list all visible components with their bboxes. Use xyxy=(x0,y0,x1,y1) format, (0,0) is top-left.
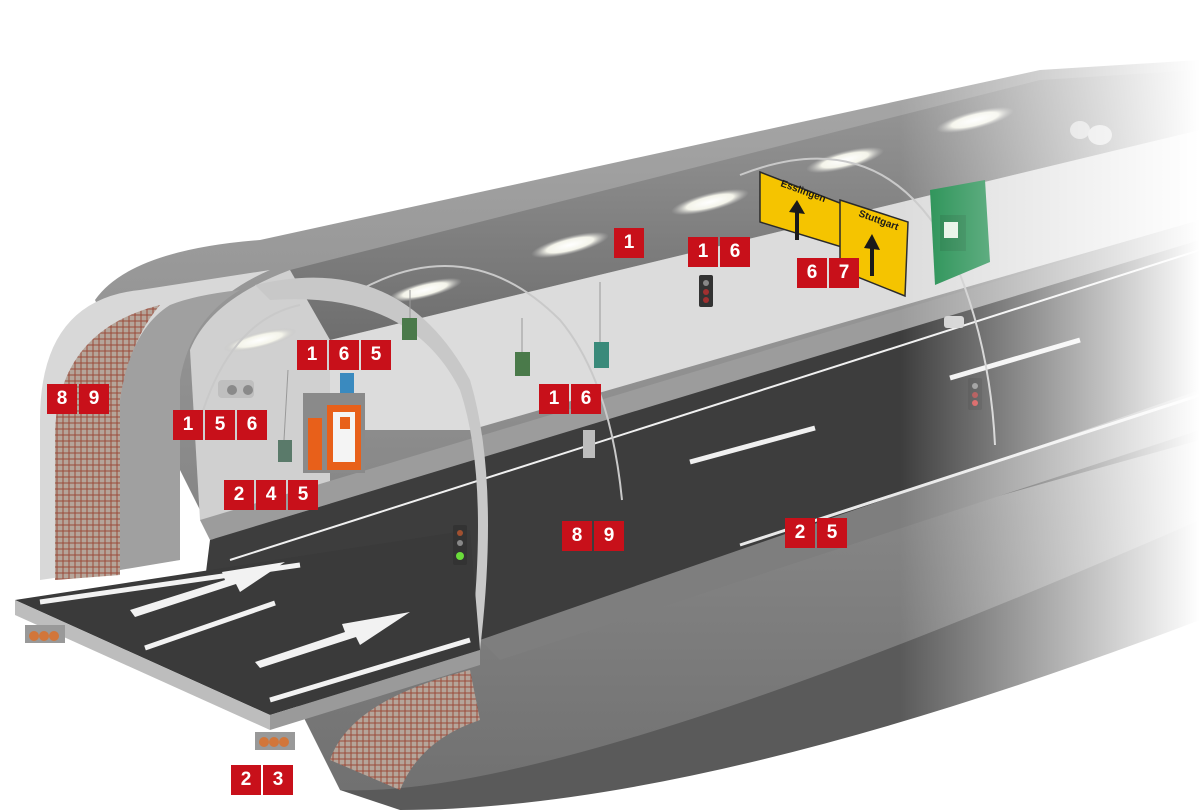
callout-cable-ducts[interactable]: 2 3 xyxy=(231,765,293,795)
callout-number[interactable]: 5 xyxy=(205,410,235,440)
callout-number[interactable]: 5 xyxy=(288,480,318,510)
callout-number[interactable]: 4 xyxy=(256,480,286,510)
callout-number[interactable]: 1 xyxy=(173,410,203,440)
callout-camera[interactable]: 1 5 6 xyxy=(173,410,267,440)
callout-direction-sign[interactable]: 6 7 xyxy=(797,258,859,288)
callout-traffic-signal-upper[interactable]: 1 6 xyxy=(688,237,750,267)
callout-number[interactable]: 5 xyxy=(817,518,847,548)
callout-number[interactable]: 1 xyxy=(539,384,569,414)
callout-number[interactable]: 9 xyxy=(79,384,109,414)
callout-number[interactable]: 3 xyxy=(263,765,293,795)
callout-ceiling-light[interactable]: 1 xyxy=(614,228,644,258)
callout-number[interactable]: 2 xyxy=(785,518,815,548)
callout-tunnel-lining[interactable]: 8 9 xyxy=(47,384,109,414)
callout-number[interactable]: 1 xyxy=(297,340,327,370)
callout-number[interactable]: 8 xyxy=(47,384,77,414)
callout-arch-base[interactable]: 8 9 xyxy=(562,521,624,551)
callout-signal-arch[interactable]: 1 6 xyxy=(539,384,601,414)
callout-number[interactable]: 1 xyxy=(614,228,644,258)
callout-number[interactable]: 8 xyxy=(562,521,592,551)
callout-number[interactable]: 1 xyxy=(688,237,718,267)
callout-number[interactable]: 2 xyxy=(224,480,254,510)
callout-number[interactable]: 2 xyxy=(231,765,261,795)
callout-emergency-station[interactable]: 1 6 5 xyxy=(297,340,391,370)
callout-number[interactable]: 6 xyxy=(329,340,359,370)
callout-emergency-exit-door[interactable]: 2 4 5 xyxy=(224,480,318,510)
callout-curb-drain[interactable]: 2 5 xyxy=(785,518,847,548)
callout-number[interactable]: 6 xyxy=(571,384,601,414)
callout-number[interactable]: 6 xyxy=(720,237,750,267)
callout-number[interactable]: 6 xyxy=(797,258,827,288)
callout-number[interactable]: 5 xyxy=(361,340,391,370)
callout-number[interactable]: 6 xyxy=(237,410,267,440)
callout-number[interactable]: 7 xyxy=(829,258,859,288)
callout-number[interactable]: 9 xyxy=(594,521,624,551)
